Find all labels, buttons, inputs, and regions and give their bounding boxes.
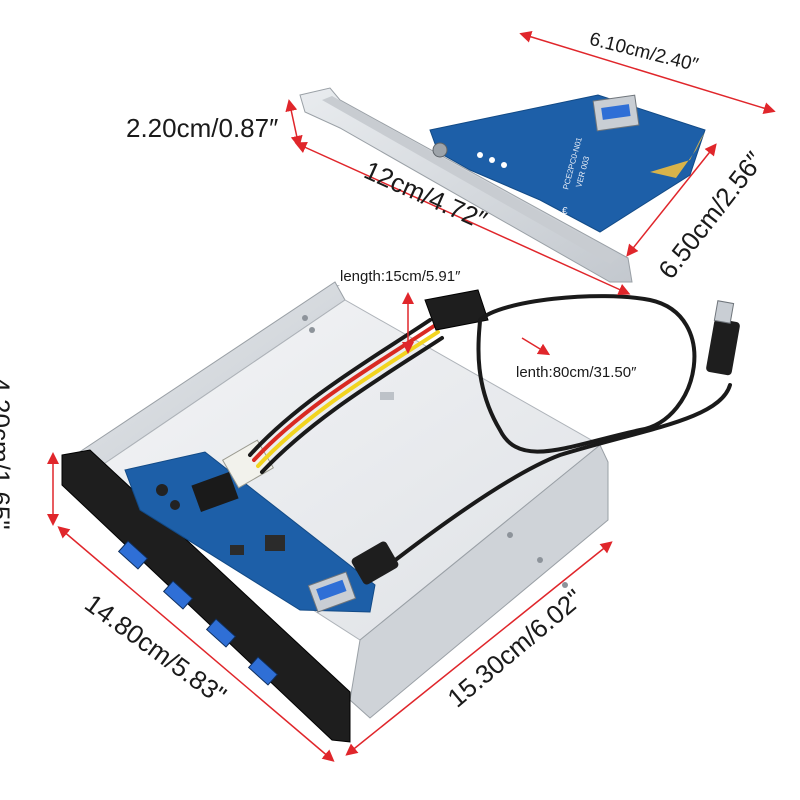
label-usb-cable: lenth:80cm/31.50″ [516,364,637,381]
label-bay-height: 4.20cm/1.65" [0,377,16,530]
dim-line-card-height [626,143,717,257]
label-bracket-height: 2.20cm/0.87″ [126,113,279,143]
dim-line-card-top [519,31,776,114]
dimension-lines [47,31,776,762]
dim-line-bracket [285,99,303,148]
pcie-card: PCE2PC0-N01 VER 003 € [299,87,706,283]
usb-a-plug [706,318,740,376]
dim-line-card-length [294,142,631,295]
hub-connector [191,472,239,512]
usb-cable [383,294,732,570]
dim-line-bay-depth [345,541,613,756]
ce-mark-icon: € [562,206,568,217]
bracket-screw [432,142,448,158]
dim-line-usb [521,337,551,356]
label-power-cable: length:15cm/5.91″ [340,268,461,285]
front-bay [61,281,609,743]
dim-line-bay-width [57,526,335,762]
